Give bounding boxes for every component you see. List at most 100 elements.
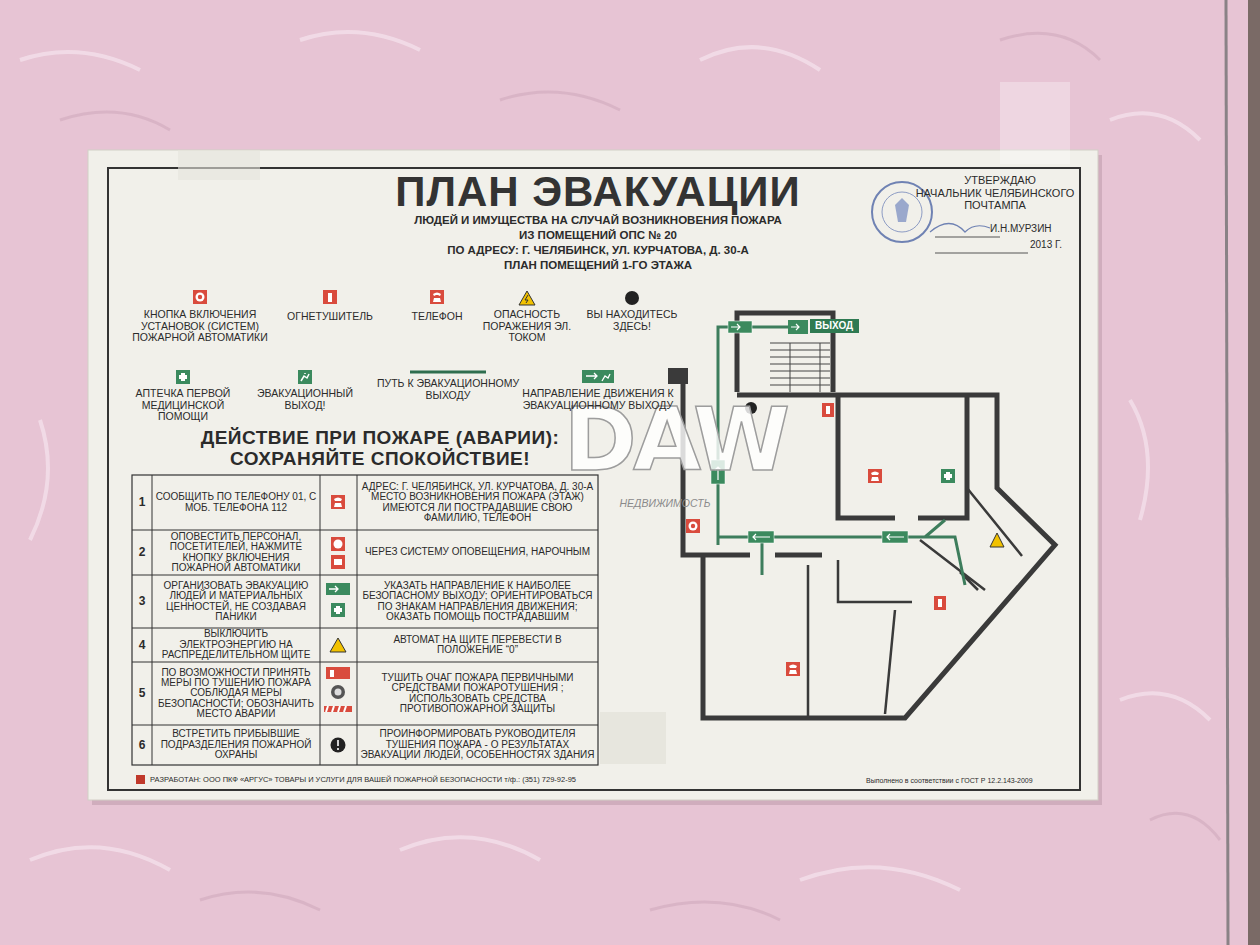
table-cell: ПО ВОЗМОЖНОСТИ ПРИНЯТЬ МЕРЫ ПО ТУШЕНИЮ П…: [152, 662, 320, 725]
table-text: ПО ВОЗМОЖНОСТИ ПРИНЯТЬ МЕРЫ ПО ТУШЕНИЮ П…: [155, 668, 317, 720]
label-text: И.Н.МУРЗИН: [990, 223, 1070, 234]
table-cell: АДРЕС: Г. ЧЕЛЯБИНСК, УЛ. КУРЧАТОВА, Д. 3…: [357, 475, 598, 530]
table-cell: 4: [132, 628, 152, 662]
phone-icon: [331, 495, 345, 509]
table-text: СООБЩИТЬ ПО ТЕЛЕФОНУ 01, С МОБ. ТЕЛЕФОНА…: [155, 492, 317, 513]
direction-sign: [882, 531, 908, 543]
table-cell: СООБЩИТЬ ПО ТЕЛЕФОНУ 01, С МОБ. ТЕЛЕФОНА…: [152, 475, 320, 530]
exit-sign: ВЫХОД: [810, 319, 859, 333]
table-text: ОПОВЕСТИТЬ ПЕРСОНАЛ, ПОСЕТИТЕЛЕЙ, НАЖМИТ…: [155, 532, 317, 574]
signature: [930, 224, 990, 233]
cable: [1226, 0, 1228, 945]
phone-icon: [430, 290, 444, 304]
signature-line: [935, 237, 1028, 253]
phone-icon: [786, 662, 800, 676]
direction-sign: [582, 370, 614, 383]
warning-icon: [519, 291, 535, 305]
step-number: 1: [135, 496, 149, 508]
table-text: ПРОИНФОРМИРОВАТЬ РУКОВОДИТЕЛЯ ТУШЕНИЯ ПО…: [360, 729, 595, 760]
extinguisher-icon: [323, 290, 337, 304]
table-cell: УКАЗАТЬ НАПРАВЛЕНИЕ К НАИБОЛЕЕ БЕЗОПАСНО…: [357, 575, 598, 628]
direction-sign: [731, 324, 740, 330]
extinguisher-icon: [934, 596, 946, 610]
first-aid-icon: [944, 472, 952, 480]
button-icon: [334, 540, 343, 549]
extinguisher-sign: [330, 670, 334, 677]
tape: [178, 150, 260, 180]
table-text: ОРГАНИЗОВАТЬ ЭВАКУАЦИЮ ЛЮДЕЙ И МАТЕРИАЛЬ…: [155, 581, 317, 623]
table-text: ВЫКЛЮЧИТЬ ЭЛЕКТРОЭНЕРГИЮ НА РАСПРЕДЕЛИТЕ…: [155, 629, 317, 660]
table-frame: [132, 475, 598, 765]
watermark: НЕДВИЖИМОСТЬ: [590, 498, 740, 510]
table-text: ВСТРЕТИТЬ ПРИБЫВШИЕ ПОДРАЗДЕЛЕНИЯ ПОЖАРН…: [155, 729, 317, 760]
step-number: 4: [135, 639, 149, 651]
legend-text: НАПРАВЛЕНИЕ ДВИЖЕНИЯ К ЭВАКУАЦИОННОМУ ВЫ…: [518, 388, 678, 411]
button-icon: [686, 519, 700, 533]
direction-sign: [887, 534, 904, 540]
step-number: 5: [135, 687, 149, 699]
table-cell: 3: [132, 575, 152, 628]
direction-sign: [753, 534, 770, 540]
label-text: ЛЮДЕЙ И ИМУЩЕСТВА НА СЛУЧАЙ ВОЗНИКНОВЕНИ…: [348, 214, 848, 227]
phone-icon: [871, 472, 879, 482]
legend-text: ПУТЬ К ЭВАКУАЦИОННОМУ ВЫХОДУ: [372, 378, 524, 401]
button-icon: [331, 537, 345, 551]
table-cell: 5: [132, 662, 152, 725]
wall: [683, 313, 1055, 718]
legend-text: АПТЕЧКА ПЕРВОЙ МЕДИЦИНСКОЙ ПОМОЩИ: [126, 388, 240, 423]
table-text: ТУШИТЬ ОЧАГ ПОЖАРА ПЕРВИЧНЫМИ СРЕДСТВАМИ…: [360, 673, 595, 715]
route-sample: [410, 371, 486, 374]
first-aid-icon: [176, 370, 190, 384]
table-cell: 1: [132, 475, 152, 530]
step-number: 3: [135, 595, 149, 607]
direction-sign: [788, 320, 808, 334]
phone-icon: [433, 293, 441, 303]
table-cell: ПРОИНФОРМИРОВАТЬ РУКОВОДИТЕЛЯ ТУШЕНИЯ ПО…: [357, 725, 598, 765]
direction-sign: [326, 583, 350, 595]
wall-texture: [60, 33, 1220, 920]
maker-logo: [136, 775, 145, 784]
warning-icon: [990, 533, 1004, 547]
tape: [600, 712, 666, 764]
button-icon: [689, 522, 698, 531]
door-frame: [1248, 0, 1260, 945]
warning-icon: [525, 295, 528, 303]
table-text: АВТОМАТ НА ЩИТЕ ПЕРЕВЕСТИ В ПОЛОЖЕНИЕ “0…: [360, 635, 595, 656]
table-cell: ЧЕРЕЗ СИСТЕМУ ОПОВЕЩЕНИЯ, НАРОЧНЫМ: [357, 530, 598, 575]
legend-text: ВЫ НАХОДИТЕСЬ ЗДЕСЬ!: [578, 309, 686, 332]
button-icon: [198, 295, 202, 299]
extinguisher-icon: [938, 599, 942, 607]
barrier-tape: [324, 706, 352, 712]
table-cell: 2: [132, 530, 152, 575]
first-aid-icon: [179, 373, 187, 381]
first-aid-icon: [331, 603, 345, 617]
label-text: 2013 Г.: [1030, 239, 1078, 250]
tape: [1000, 82, 1070, 164]
partition: [808, 488, 1022, 718]
alarm-icon: [334, 559, 342, 565]
legend-text: ОПАСНОСТЬ ПОРАЖЕНИЯ ЭЛ. ТОКОМ: [478, 309, 576, 344]
direction-sign: [586, 373, 610, 381]
first-aid-icon: [334, 606, 342, 614]
exit-icon: [298, 370, 312, 384]
first-aid-icon: [941, 469, 955, 483]
extinguisher-icon: [826, 406, 830, 414]
direction-sign: [728, 321, 752, 333]
label-text: ПО АДРЕСУ: Г. ЧЕЛЯБИНСК, УЛ. КУРЧАТОВА, …: [348, 244, 848, 257]
extinguisher-sign: [326, 667, 350, 679]
legend-text: КНОПКА ВКЛЮЧЕНИЯ УСТАНОВОК (СИСТЕМ) ПОЖА…: [130, 309, 270, 344]
stairs: [770, 343, 830, 392]
alarm-icon: [331, 555, 345, 569]
table-text: АДРЕС: Г. ЧЕЛЯБИНСК, УЛ. КУРЧАТОВА, Д. 3…: [360, 482, 595, 524]
label-text: ИЗ ПОМЕЩЕНИЙ ОПС № 20: [348, 229, 848, 242]
label-text: ПЛАН ПОМЕЩЕНИЙ 1-ГО ЭТАЖА: [348, 259, 848, 272]
step-number: 2: [135, 546, 149, 558]
extinguisher-icon: [328, 293, 332, 302]
legend-text: ТЕЛЕФОН: [392, 311, 482, 323]
table-cell: ОРГАНИЗОВАТЬ ЭВАКУАЦИЮ ЛЮДЕЙ И МАТЕРИАЛЬ…: [152, 575, 320, 628]
exit-sign-text: ВЫХОД: [815, 320, 854, 332]
label-text: УТВЕРЖДАЮ: [925, 174, 1075, 186]
table-cell: ВЫКЛЮЧИТЬ ЭЛЕКТРОЭНЕРГИЮ НА РАСПРЕДЕЛИТЕ…: [152, 628, 320, 662]
